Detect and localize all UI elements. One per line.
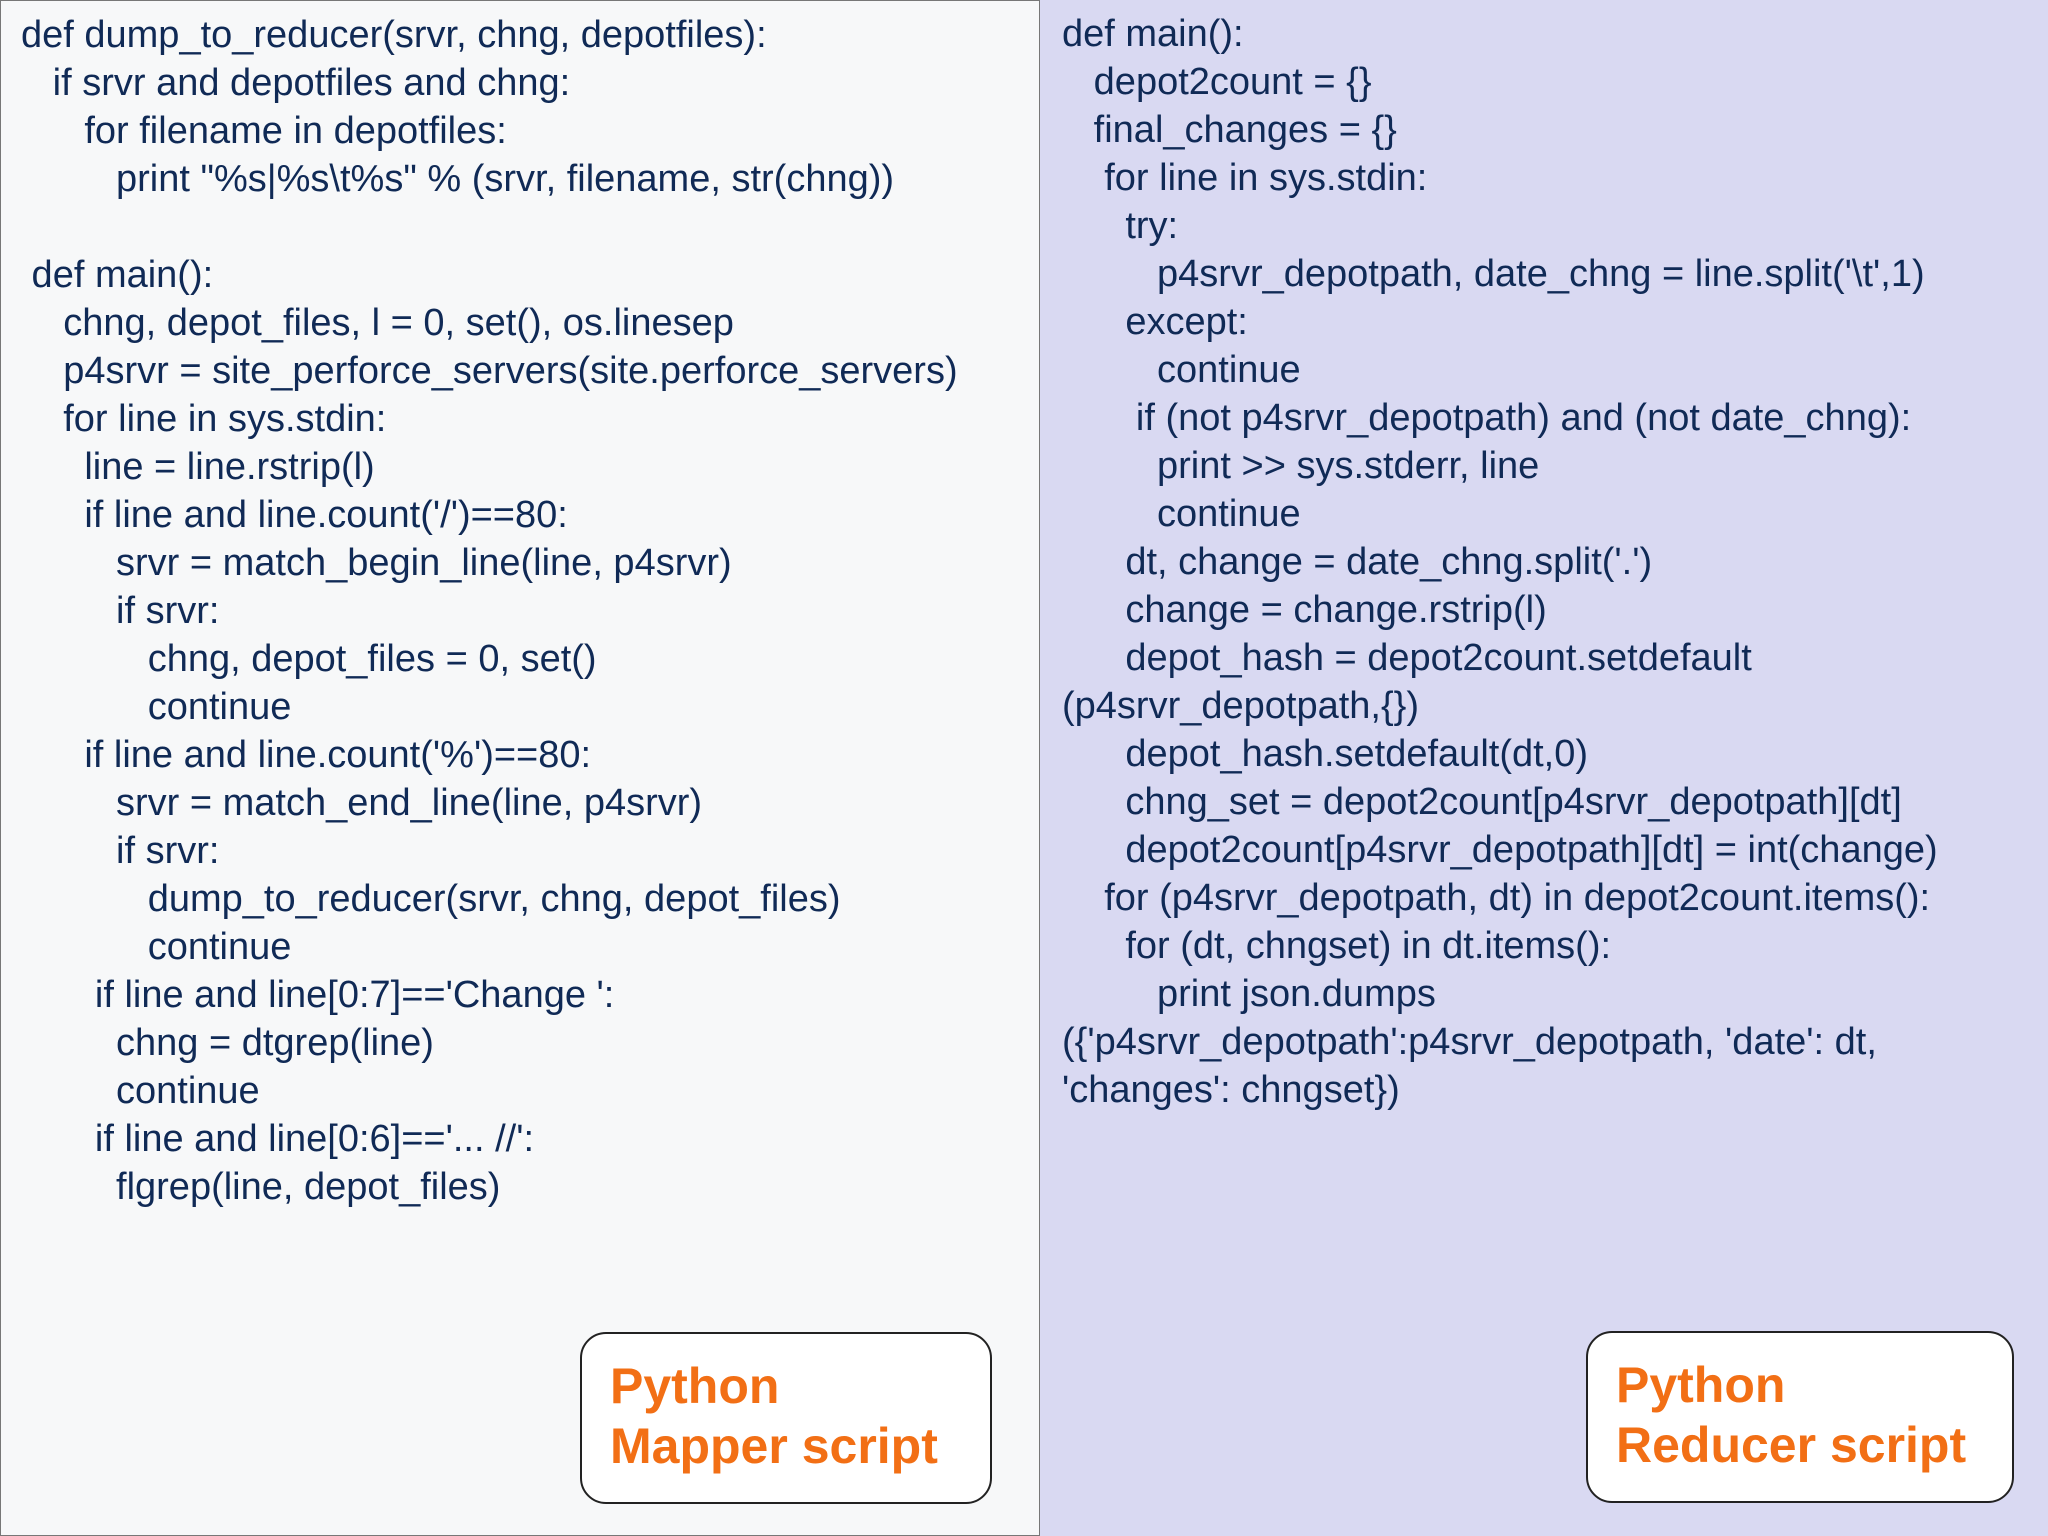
reducer-code-line: depot2count = {} <box>1062 61 1372 103</box>
mapper-label-subtitle: Mapper script <box>610 1418 938 1474</box>
mapper-code-line: continue <box>21 926 292 968</box>
mapper-code-line: srvr = match_end_line(line, p4srvr) <box>21 782 703 824</box>
mapper-code-line: chng = dtgrep(line) <box>21 1022 434 1064</box>
reducer-code-line: if (not p4srvr_depotpath) and (not date_… <box>1062 397 1912 439</box>
mapper-code-line: print "%s|%s\t%s" % (srvr, filename, str… <box>21 158 895 200</box>
mapper-code-line: if srvr and depotfiles and chng: <box>21 62 571 104</box>
mapper-code-line: for filename in depotfiles: <box>21 110 507 152</box>
mapper-panel: def dump_to_reducer(srvr, chng, depotfil… <box>0 0 1040 1536</box>
reducer-code-line: chng_set = depot2count[p4srvr_depotpath]… <box>1062 781 1902 823</box>
mapper-code-line: if srvr: <box>21 590 220 632</box>
mapper-code-line: chng, depot_files = 0, set() <box>21 638 597 680</box>
mapper-code-line: if srvr: <box>21 830 220 872</box>
reducer-code-line: depot_hash = depot2count.setdefault <box>1062 637 1752 679</box>
reducer-panel: def main(): depot2count = {} final_chang… <box>1040 0 2048 1536</box>
mapper-code-line: continue <box>21 686 292 728</box>
reducer-code-line: print >> sys.stderr, line <box>1062 445 1540 487</box>
reducer-code-line: ({'p4srvr_depotpath':p4srvr_depotpath, '… <box>1062 1021 1877 1063</box>
mapper-code-block: def dump_to_reducer(srvr, chng, depotfil… <box>21 11 958 1211</box>
reducer-label-box: Python Reducer script <box>1586 1331 2014 1503</box>
mapper-code-line: if line and line[0:7]=='Change ': <box>21 974 615 1016</box>
mapper-code-line: def main(): <box>21 254 214 296</box>
mapper-label-title: Python <box>610 1358 780 1414</box>
reducer-code-line: final_changes = {} <box>1062 109 1397 151</box>
reducer-code-line: 'changes': chngset}) <box>1062 1069 1400 1111</box>
reducer-code-line: depot2count[p4srvr_depotpath][dt] = int(… <box>1062 829 1938 871</box>
reducer-code-line: change = change.rstrip(l) <box>1062 589 1547 631</box>
mapper-code-line: dump_to_reducer(srvr, chng, depot_files) <box>21 878 841 920</box>
reducer-code-line: def main(): <box>1062 13 1244 55</box>
reducer-code-line: p4srvr_depotpath, date_chng = line.split… <box>1062 253 1925 295</box>
mapper-code-line: def dump_to_reducer(srvr, chng, depotfil… <box>21 14 767 56</box>
reducer-code-line: for (p4srvr_depotpath, dt) in depot2coun… <box>1062 877 1931 919</box>
mapper-code-line: if line and line[0:6]=='... //': <box>21 1118 535 1160</box>
mapper-code-line: chng, depot_files, l = 0, set(), os.line… <box>21 302 734 344</box>
mapper-label-box: Python Mapper script <box>580 1332 992 1504</box>
reducer-code-line: (p4srvr_depotpath,{}) <box>1062 685 1420 727</box>
reducer-label-subtitle: Reducer script <box>1616 1417 1967 1473</box>
reducer-label-title: Python <box>1616 1357 1786 1413</box>
mapper-code-line: srvr = match_begin_line(line, p4srvr) <box>21 542 732 584</box>
reducer-code-block: def main(): depot2count = {} final_chang… <box>1062 10 1938 1114</box>
mapper-code-line: p4srvr = site_perforce_servers(site.perf… <box>21 350 958 392</box>
mapper-code-line <box>21 203 958 251</box>
mapper-code-line: continue <box>21 1070 260 1112</box>
reducer-code-line: continue <box>1062 493 1301 535</box>
reducer-code-line: for line in sys.stdin: <box>1062 157 1428 199</box>
mapper-code-line: flgrep(line, depot_files) <box>21 1166 501 1208</box>
reducer-code-line: dt, change = date_chng.split('.') <box>1062 541 1653 583</box>
mapper-code-line: if line and line.count('%')==80: <box>21 734 592 776</box>
reducer-code-line: depot_hash.setdefault(dt,0) <box>1062 733 1589 775</box>
mapper-code-line: if line and line.count('/')==80: <box>21 494 568 536</box>
reducer-code-line: for (dt, chngset) in dt.items(): <box>1062 925 1612 967</box>
reducer-code-line: continue <box>1062 349 1301 391</box>
reducer-code-line: print json.dumps <box>1062 973 1436 1015</box>
mapper-code-line: for line in sys.stdin: <box>21 398 387 440</box>
reducer-code-line: except: <box>1062 301 1248 343</box>
mapper-code-line: line = line.rstrip(l) <box>21 446 375 488</box>
reducer-code-line: try: <box>1062 205 1179 247</box>
